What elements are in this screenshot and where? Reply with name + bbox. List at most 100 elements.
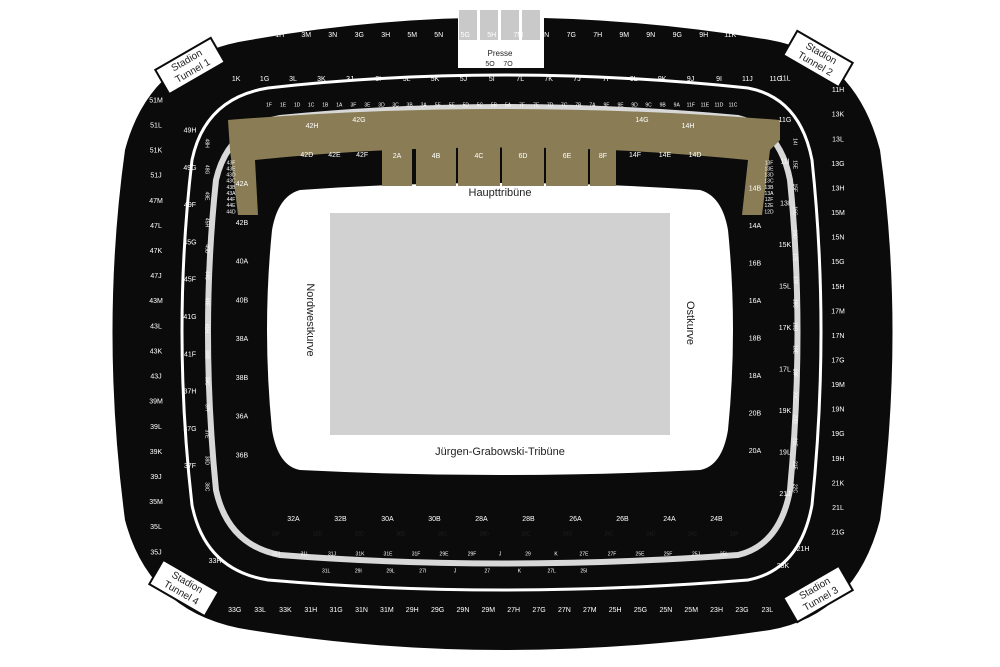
section-k[interactable]: K — [518, 568, 522, 574]
section-25m[interactable]: 25M — [684, 607, 698, 614]
section-11g[interactable]: 11G — [769, 76, 782, 83]
section-27f[interactable]: 27F — [608, 551, 617, 557]
section-29g[interactable]: 29G — [431, 607, 444, 614]
section-27g[interactable]: 27G — [532, 607, 545, 614]
section-32a[interactable]: 32A — [287, 516, 300, 523]
section-5a[interactable]: 5A — [505, 102, 512, 108]
section-11j[interactable]: 11J — [742, 76, 753, 83]
section-3e[interactable]: 3E — [364, 102, 371, 108]
section-42f[interactable]: 42F — [356, 152, 368, 159]
section-51m[interactable]: 51M — [149, 97, 163, 104]
section-1h[interactable]: 1H — [275, 32, 284, 39]
section-9h[interactable]: 9H — [699, 32, 708, 39]
section-9l[interactable]: 9L — [630, 76, 638, 83]
section-42a[interactable]: 42A — [236, 181, 249, 188]
section-19e[interactable]: 19E — [792, 345, 798, 355]
press-seat-5g[interactable] — [459, 10, 477, 40]
section-12f[interactable]: 12F — [765, 197, 774, 203]
section-47j[interactable]: 47J — [150, 273, 161, 280]
section-2a[interactable]: 2A — [393, 153, 402, 160]
section-43l[interactable]: 43L — [150, 323, 162, 330]
section-38c[interactable]: 38C — [204, 482, 210, 492]
section-15k[interactable]: 15K — [779, 242, 792, 249]
section-7n[interactable]: 7N — [540, 32, 549, 39]
section-31f[interactable]: 31F — [412, 551, 421, 557]
section-20b[interactable]: 20B — [749, 411, 762, 418]
section-14g[interactable]: 14G — [635, 117, 648, 124]
section-23k[interactable]: 23K — [777, 563, 790, 570]
section-5k[interactable]: 5K — [431, 76, 440, 83]
section-11h[interactable]: 11H — [832, 87, 844, 94]
section-18a[interactable]: 18A — [749, 373, 762, 380]
section-12e[interactable]: 12E — [765, 203, 775, 209]
section-19m[interactable]: 19M — [831, 382, 845, 389]
section-32c[interactable]: 32C — [355, 531, 365, 537]
section-43e[interactable]: 43E — [227, 166, 237, 172]
section-14h[interactable]: 14H — [682, 123, 695, 130]
section-43f[interactable]: 43F — [227, 160, 236, 166]
section-17l[interactable]: 17L — [779, 366, 791, 373]
section-49h[interactable]: 49H — [184, 127, 197, 134]
section-44e[interactable]: 44E — [227, 203, 237, 209]
section-8f[interactable]: 8F — [599, 153, 607, 160]
section-23f[interactable]: 23F — [730, 531, 739, 537]
section-13b[interactable]: 13B — [765, 185, 775, 191]
section-5i[interactable]: 5I — [489, 76, 495, 83]
section-43b[interactable]: 43B — [227, 185, 237, 191]
section-37i[interactable]: 37I — [204, 404, 210, 411]
section-35m[interactable]: 35M — [149, 499, 163, 506]
section-19n[interactable]: 19N — [832, 407, 845, 414]
section-9j[interactable]: 9J — [687, 76, 694, 83]
section-16a[interactable]: 16A — [749, 298, 762, 305]
section-13k[interactable]: 13K — [832, 112, 845, 119]
section-9i[interactable]: 9I — [716, 76, 722, 83]
section-28d[interactable]: 28D — [480, 531, 490, 537]
section-j[interactable]: J — [454, 568, 457, 574]
section-15g[interactable]: 15G — [831, 259, 844, 266]
section-36b[interactable]: 36B — [236, 452, 249, 459]
section-27m[interactable]: 27M — [583, 607, 597, 614]
section-31j[interactable]: 31J — [328, 551, 337, 557]
section-40b[interactable]: 40B — [236, 297, 249, 304]
section-33h[interactable]: 33H — [209, 558, 222, 565]
section-3j[interactable]: 3J — [346, 76, 353, 83]
section-9c[interactable]: 9C — [645, 102, 652, 108]
section-49f[interactable]: 49F — [184, 202, 196, 209]
section-11d[interactable]: 11D — [715, 102, 724, 108]
section-9k[interactable]: 9K — [658, 76, 667, 83]
section-30c[interactable]: 30C — [438, 531, 448, 537]
section-27l[interactable]: 27L — [547, 568, 556, 574]
section-13i[interactable]: 13I — [780, 200, 790, 207]
section-28a[interactable]: 28A — [475, 516, 488, 523]
section-3i[interactable]: 3I — [375, 76, 381, 83]
section-22c[interactable]: 22C — [792, 484, 798, 494]
section-42h[interactable]: 42H — [306, 123, 319, 130]
section-27e[interactable]: 27E — [580, 551, 590, 557]
section-43c[interactable]: 43C — [226, 179, 236, 185]
section-20a[interactable]: 20A — [749, 448, 762, 455]
section-14i[interactable]: 14I — [792, 138, 798, 145]
section-17f[interactable]: 17F — [792, 276, 798, 285]
section-48h[interactable]: 48H — [204, 139, 210, 149]
section-17g[interactable]: 17G — [831, 358, 844, 365]
press-seat-5h[interactable] — [480, 10, 498, 40]
section-33l[interactable]: 33L — [254, 607, 266, 614]
section-11l[interactable]: 11L — [779, 76, 790, 83]
section-15e[interactable]: 15E — [792, 160, 798, 170]
section-3a[interactable]: 3A — [421, 102, 428, 108]
section-7d[interactable]: 7D — [547, 102, 554, 108]
section-29m[interactable]: 29M — [482, 607, 496, 614]
section-3l[interactable]: 3L — [289, 76, 297, 83]
section-19g[interactable]: 19G — [831, 431, 844, 438]
section-18b[interactable]: 18B — [749, 336, 762, 343]
section-33k[interactable]: 33K — [279, 607, 292, 614]
section-3f[interactable]: 3F — [350, 102, 356, 108]
section-9n[interactable]: 9N — [646, 32, 655, 39]
section-3g[interactable]: 3G — [355, 32, 364, 39]
section-9a[interactable]: 9A — [674, 102, 681, 108]
section-1e[interactable]: 1E — [280, 102, 287, 108]
section-25n[interactable]: 25N — [659, 607, 672, 614]
section-31e[interactable]: 31E — [384, 551, 394, 557]
section-7k[interactable]: 7K — [544, 76, 553, 83]
section-31i[interactable]: 31I — [301, 551, 308, 557]
